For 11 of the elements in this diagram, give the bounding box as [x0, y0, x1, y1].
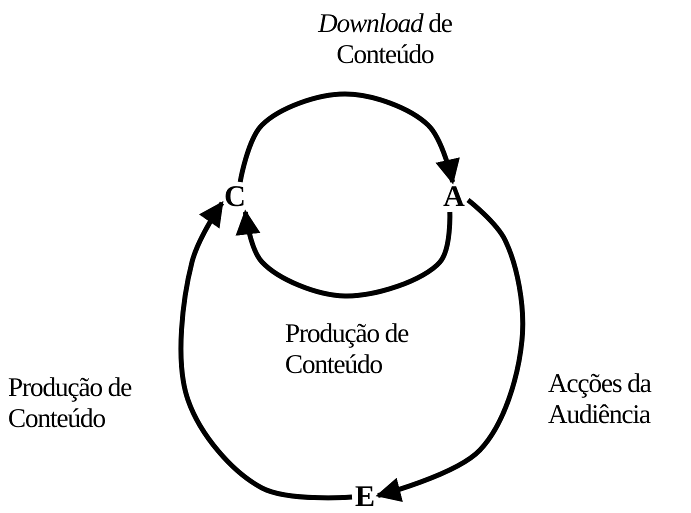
curved-arrow [376, 198, 526, 502]
node-letter: C [222, 182, 248, 212]
edge-label: Acções da Audiência [548, 368, 652, 430]
node-letter: A [440, 182, 468, 212]
edge-label: Download de Conteúdo [316, 8, 453, 70]
edge-label: Produção de Conteúdo [285, 318, 410, 380]
curved-arrow [236, 210, 452, 298]
node-letter: E [352, 482, 378, 512]
curved-arrow [178, 200, 352, 500]
curved-arrow [238, 92, 460, 184]
edge-label: Produção de Conteúdo [8, 372, 132, 434]
